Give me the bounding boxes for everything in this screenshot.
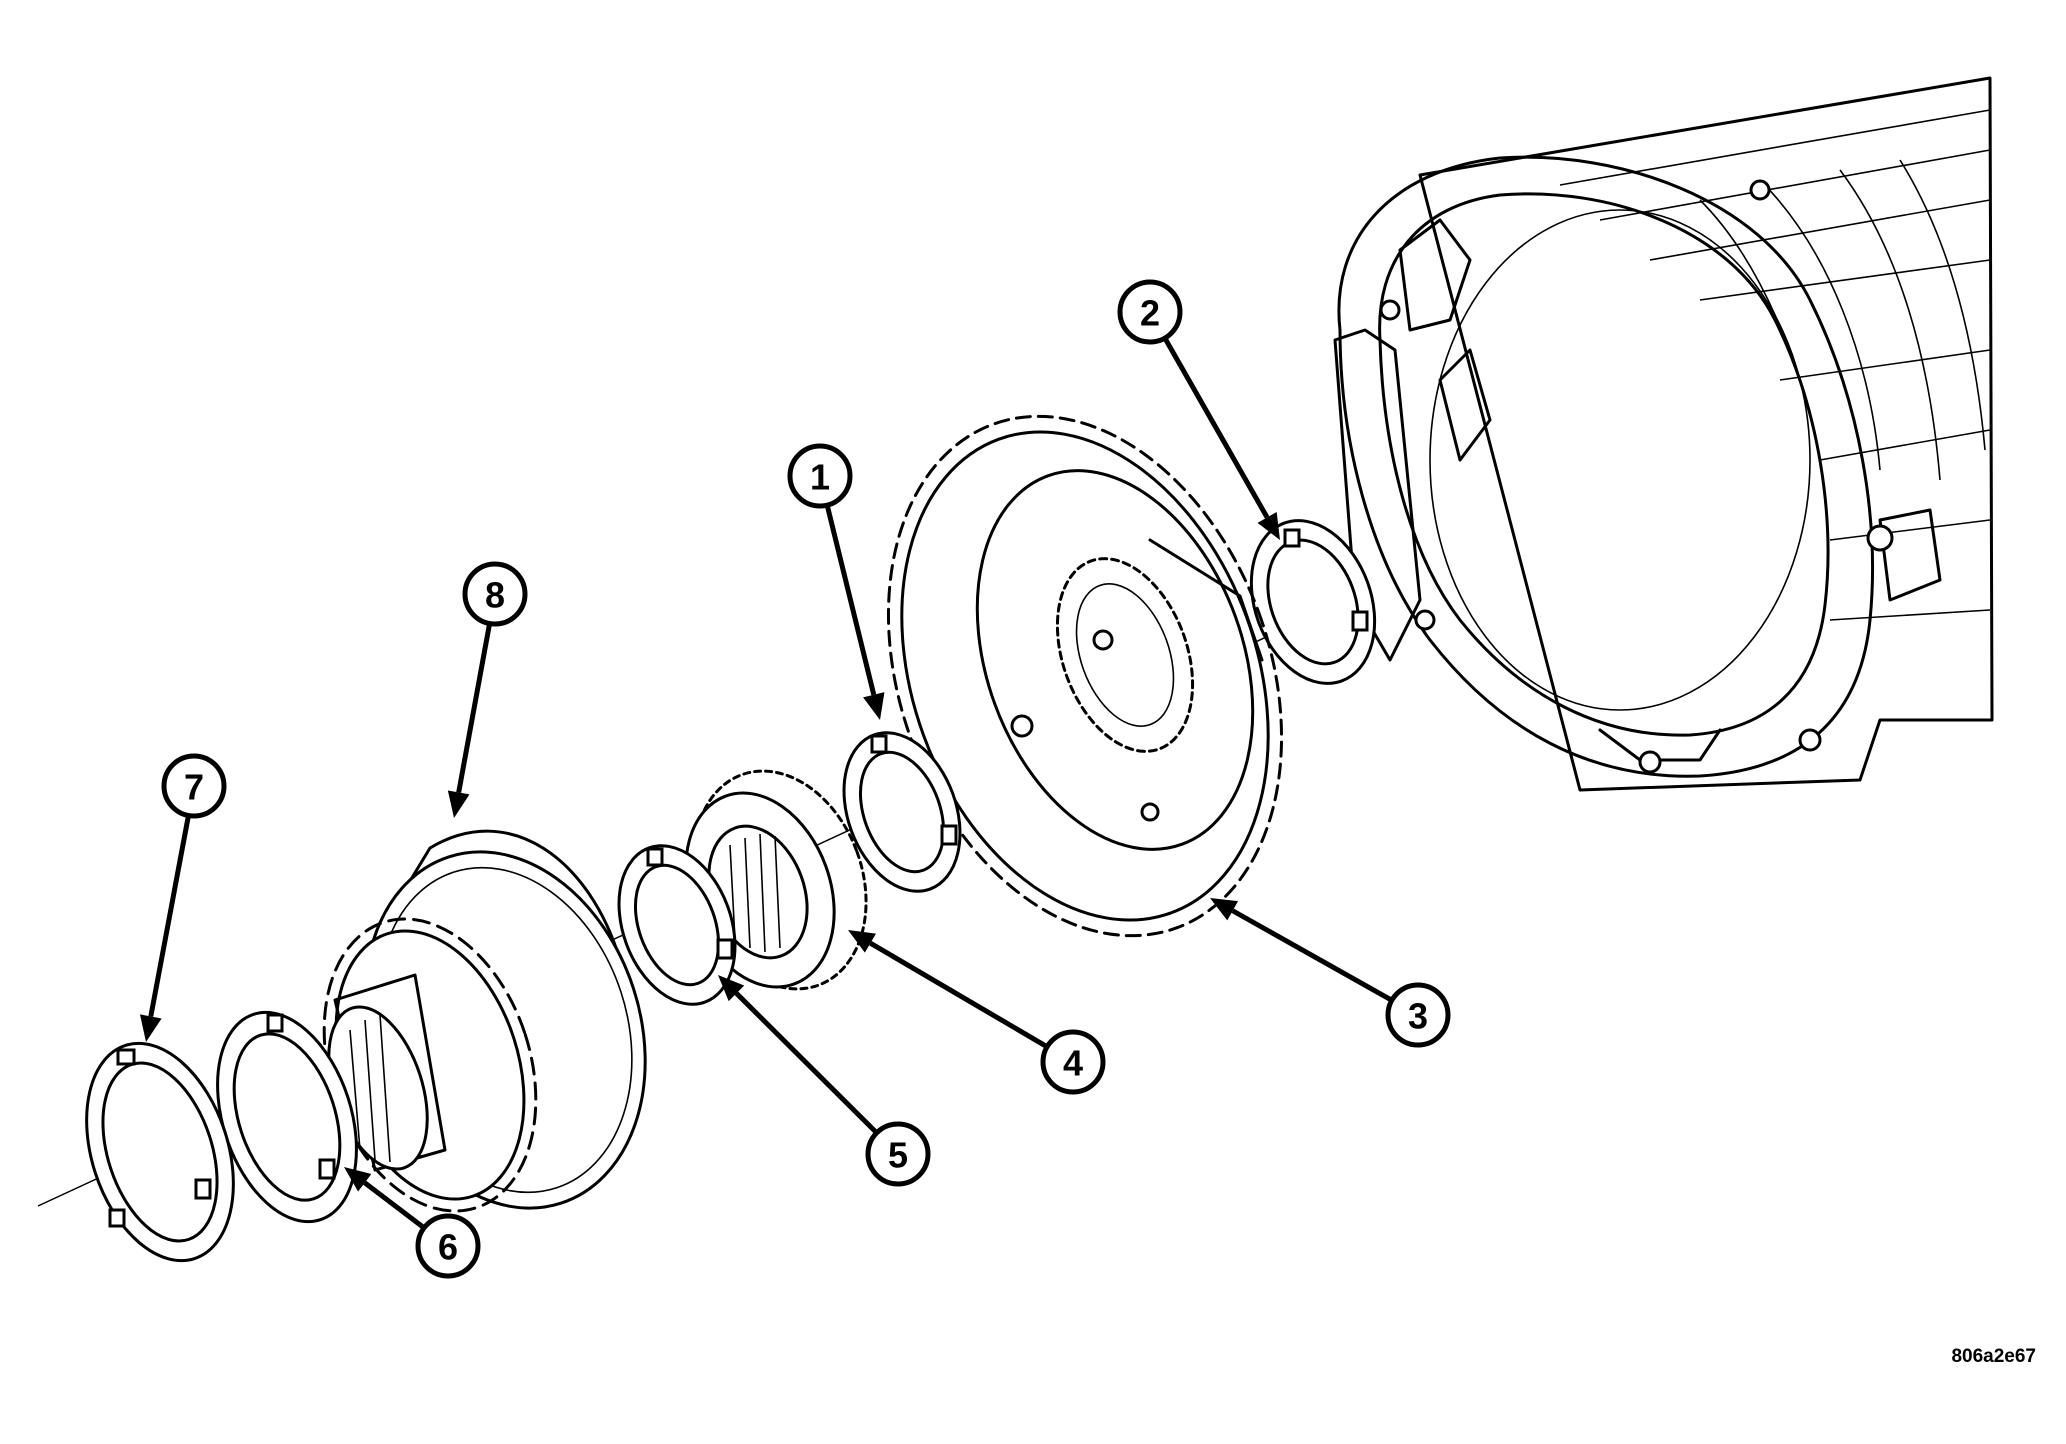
callout-circle-4	[1040, 1029, 1106, 1095]
callout-circle-2	[1117, 279, 1183, 345]
callout-circle-8	[462, 561, 528, 627]
callout-number-2: 2	[1140, 293, 1160, 334]
thrust-washer-2	[1249, 519, 1377, 685]
leader-line-2	[1162, 336, 1270, 519]
callout-leaders	[139, 336, 1394, 1230]
leader-arrowhead-1	[863, 692, 885, 720]
clutch-drum-8	[322, 829, 647, 1213]
leader-line-1	[824, 504, 877, 696]
leader-line-8	[456, 623, 493, 793]
leader-arrowhead-4	[848, 930, 876, 953]
callout-circle-3	[1385, 982, 1451, 1048]
figure-id-label: 806a2e67	[1951, 1346, 2036, 1367]
callout-number-1: 1	[810, 457, 830, 498]
callout-number-6: 6	[438, 1227, 458, 1268]
leader-line-4	[869, 941, 1049, 1049]
leader-line-6	[363, 1180, 426, 1230]
leader-line-7	[148, 815, 191, 1017]
callout-number-4: 4	[1063, 1043, 1083, 1084]
leader-arrowhead-5	[718, 975, 745, 1002]
leader-line-3	[1231, 908, 1394, 1003]
clutch-carrier-3	[886, 414, 1284, 938]
thrust-washer-7	[85, 1041, 235, 1263]
callout-circle-5	[865, 1121, 931, 1187]
callout-number-3: 3	[1408, 996, 1428, 1037]
leader-arrowhead-6	[344, 1167, 372, 1192]
callout-number-7: 7	[184, 767, 204, 808]
leader-arrowhead-2	[1257, 511, 1280, 540]
thrust-washer-5	[617, 844, 737, 1006]
leader-arrowhead-8	[447, 790, 470, 818]
leader-arrowhead-7	[139, 1014, 162, 1042]
transmission-case	[1333, 76, 1994, 792]
callout-circle-1	[787, 443, 853, 509]
callout-circle-6	[415, 1213, 481, 1279]
leader-line-5	[734, 991, 879, 1135]
callout-number-5: 5	[888, 1135, 908, 1176]
thrust-washer-1	[842, 731, 962, 893]
leader-arrowhead-3	[1210, 898, 1239, 921]
thrust-washer-6	[216, 1010, 358, 1224]
callout-circle-7	[161, 753, 227, 819]
callout-number-8: 8	[485, 575, 505, 616]
callout-markers: 1 2 3 4 5 6 7 8	[161, 279, 1451, 1279]
